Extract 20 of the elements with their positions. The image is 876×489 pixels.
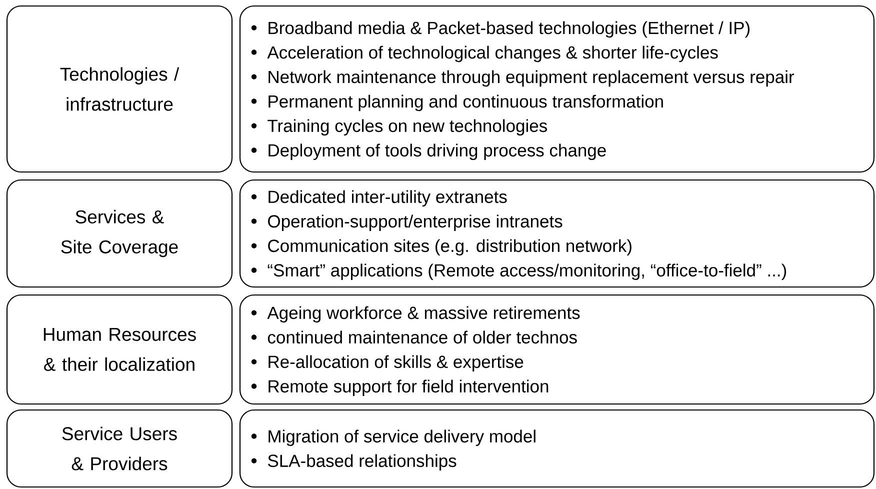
bullet-item: “Smart” applications (Remote access/monitoring, “office-to-field” ...)	[268, 264, 786, 280]
bullet-item: Ageing workforce & massive retirements	[267, 306, 580, 323]
bullet-item: Re-allocation of skills & expertise	[268, 355, 524, 372]
row-label: Human Resources & their localization	[44, 328, 196, 371]
bullet-item: Broadband media & Packet-based technologies (Ethernet / IP)	[268, 21, 750, 38]
bullet-item: Training cycles on new technologies	[268, 119, 547, 136]
row-label: Technologies / infrastructure	[60, 67, 180, 111]
bullet-item: Communication sites (e.g. distribution network)	[268, 239, 632, 256]
bullet-item: Operation-support/enterprise intranets	[268, 214, 562, 232]
row-label: Service Users & Providers	[62, 426, 177, 470]
bullet-item: continued maintenance of older technos	[268, 330, 577, 344]
row-label: Services & Site Coverage	[61, 210, 178, 258]
bullet-item: Dedicated inter-utility extranets	[268, 190, 507, 207]
bullet-item: SLA-based relationships	[268, 454, 456, 471]
bullet-item: Deployment of tools driving process change	[268, 144, 606, 160]
bullet-item: Acceleration of technological changes & shorter life-cycles	[267, 46, 718, 62]
bullet-item: Network maintenance through equipment replacement versus repair	[268, 70, 794, 87]
bullet-item: Migration of service delivery model	[268, 430, 536, 446]
bullet-item: Permanent planning and continuous transformation	[268, 94, 663, 112]
bullet-item: Remote support for field intervention	[268, 380, 548, 396]
